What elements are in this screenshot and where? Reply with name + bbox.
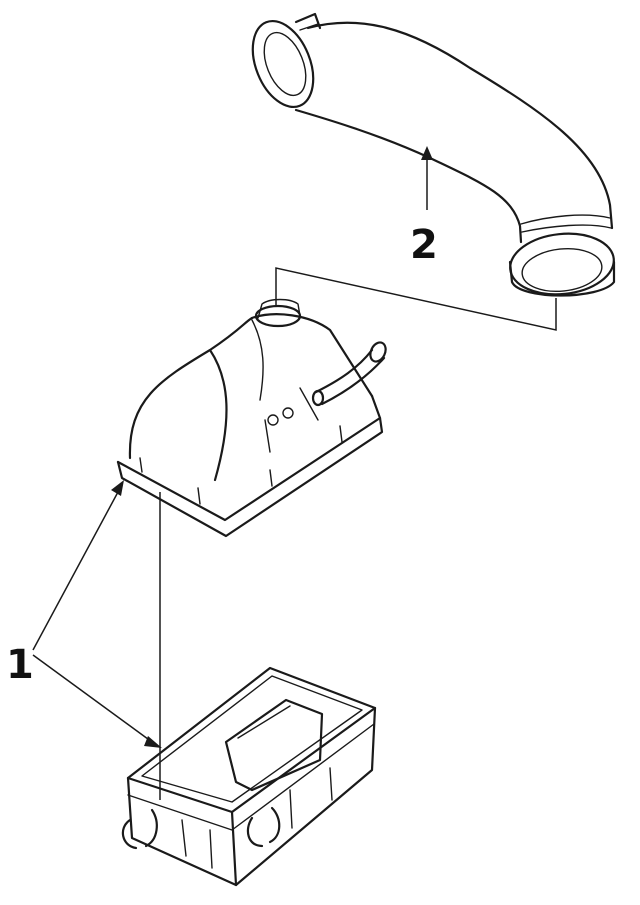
air-cleaner-base[interactable]: [121, 666, 377, 887]
callout-2-arrowhead: [421, 146, 433, 160]
callout-2-label: 2: [410, 222, 438, 268]
callout-1-arrow-lower: [32, 654, 153, 743]
callout-2: 2: [410, 146, 438, 268]
assembly-lines: [159, 267, 557, 800]
callout-1-label: 1: [6, 642, 34, 688]
callout-1-arrowhead-upper: [111, 480, 124, 496]
duct-to-cover-line: [275, 267, 557, 331]
callout-1-arrowhead-lower: [144, 736, 162, 748]
callout-1: 1: [6, 480, 162, 748]
callout-1-arrow-upper: [32, 491, 119, 651]
air-cleaner-cover[interactable]: [116, 298, 389, 538]
